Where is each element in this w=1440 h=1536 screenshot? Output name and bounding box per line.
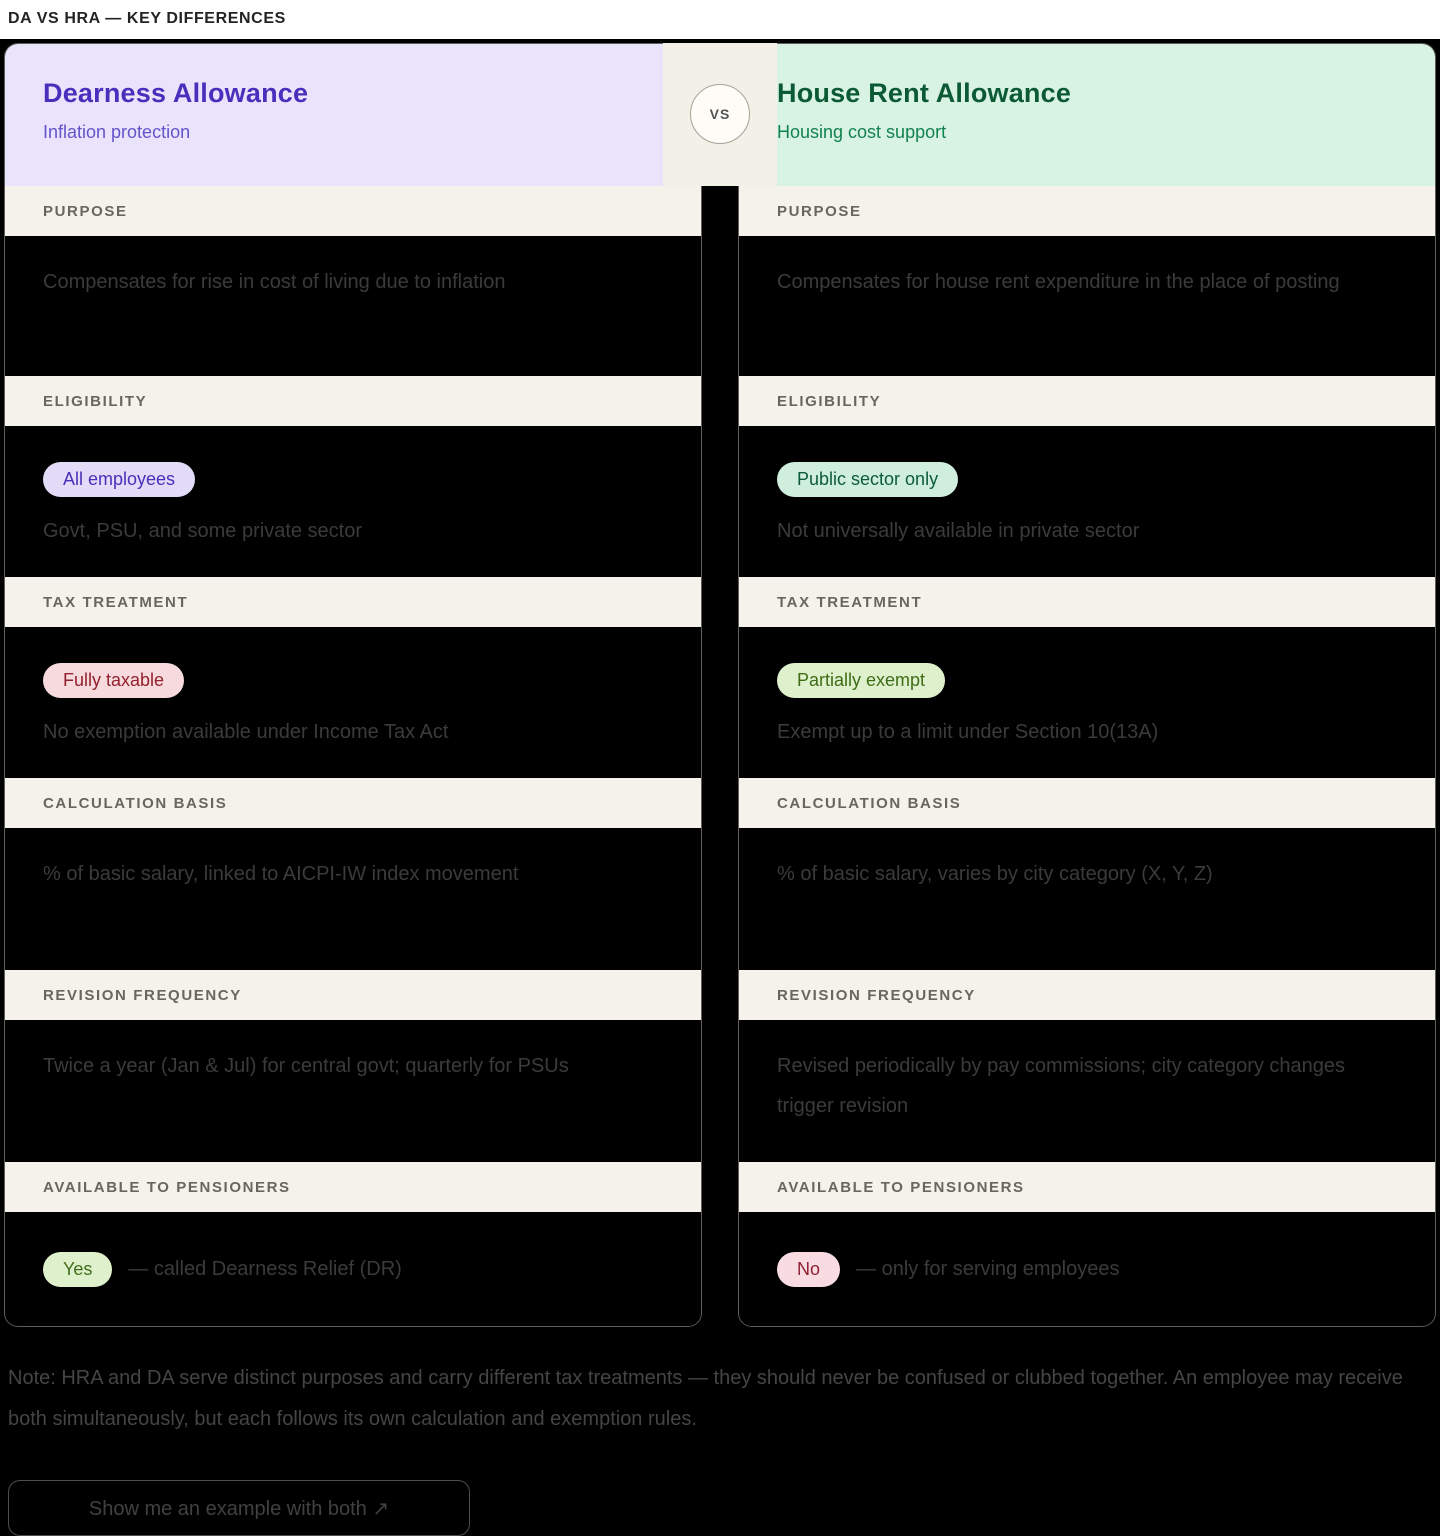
card-dearness-allowance: Dearness Allowance Inflation protection … (4, 43, 702, 1327)
card-title-hra: House Rent Allowance (777, 78, 1072, 108)
card-subtitle-da: Inflation protection (43, 122, 191, 142)
section-text: Govt, PSU, and some private sector (43, 520, 363, 542)
page-title: DA VS HRA — KEY DIFFERENCES (8, 10, 286, 27)
vs-badge: VS (690, 84, 750, 144)
example-cta-button[interactable]: Show me an example with both ↗ (8, 1480, 470, 1536)
status-badge: Yes (43, 1251, 113, 1287)
section-text: % of basic salary, linked to AICPI-IW in… (43, 863, 519, 885)
status-badge: Partially exempt (777, 663, 946, 698)
status-badge: Public sector only (777, 462, 959, 497)
section-content-purpose: Compensates for rise in cost of living d… (5, 236, 701, 376)
section-text: Not universally available in private sec… (777, 520, 1140, 542)
section-label-calculation-basis: CALCULATION BASIS (739, 778, 1435, 828)
section-content-revision-frequency: Revised periodically by pay commissions;… (739, 1020, 1435, 1162)
section-label-revision-frequency: REVISION FREQUENCY (739, 970, 1435, 1020)
section-content-purpose: Compensates for house rent expenditure i… (739, 236, 1435, 376)
status-badge: Fully taxable (43, 663, 185, 698)
section-content-calculation-basis: % of basic salary, linked to AICPI-IW in… (5, 828, 701, 970)
section-text: Exempt up to a limit under Section 10(13… (777, 721, 1159, 743)
note-text: Note: HRA and DA serve distinct purposes… (8, 1367, 1403, 1430)
section-content-revision-frequency: Twice a year (Jan & Jul) for central gov… (5, 1020, 701, 1162)
section-label-revision-frequency: REVISION FREQUENCY (5, 970, 701, 1020)
section-content-eligibility: All employees Govt, PSU, and some privat… (5, 426, 701, 577)
vs-label: VS (709, 106, 731, 122)
status-badge: All employees (43, 462, 196, 497)
card-house-rent-allowance: House Rent Allowance Housing cost suppor… (738, 43, 1436, 1327)
section-text: % of basic salary, varies by city catego… (777, 863, 1213, 885)
section-text: — only for serving employees (856, 1257, 1120, 1280)
page-header: DA VS HRA — KEY DIFFERENCES (0, 0, 1440, 39)
section-label-eligibility: ELIGIBILITY (739, 376, 1435, 426)
card-header-hra: House Rent Allowance Housing cost suppor… (739, 44, 1435, 186)
section-content-tax-treatment: Partially exempt Exempt up to a limit un… (739, 627, 1435, 778)
section-label-tax-treatment: TAX TREATMENT (5, 577, 701, 627)
section-content-pensioners: No — only for serving employees (739, 1212, 1435, 1326)
section-content-calculation-basis: % of basic salary, varies by city catego… (739, 828, 1435, 970)
section-label-eligibility: ELIGIBILITY (5, 376, 701, 426)
section-content-eligibility: Public sector only Not universally avail… (739, 426, 1435, 577)
card-header-da: Dearness Allowance Inflation protection (5, 44, 701, 186)
section-text: Revised periodically by pay commissions;… (777, 1055, 1346, 1117)
status-badge: No (777, 1251, 841, 1287)
section-text: Compensates for rise in cost of living d… (43, 271, 506, 293)
comparison-table: Dearness Allowance Inflation protection … (4, 43, 1436, 1327)
section-content-pensioners: Yes — called Dearness Relief (DR) (5, 1212, 701, 1326)
section-text: No exemption available under Income Tax … (43, 721, 449, 743)
section-text: Compensates for house rent expenditure i… (777, 271, 1340, 293)
section-label-purpose: PURPOSE (739, 186, 1435, 236)
section-text: — called Dearness Relief (DR) (128, 1257, 402, 1280)
section-label-purpose: PURPOSE (5, 186, 701, 236)
card-subtitle-hra: Housing cost support (777, 122, 947, 142)
section-label-calculation-basis: CALCULATION BASIS (5, 778, 701, 828)
section-text: Twice a year (Jan & Jul) for central gov… (43, 1055, 569, 1077)
section-content-tax-treatment: Fully taxable No exemption available und… (5, 627, 701, 778)
section-label-pensioners: AVAILABLE TO PENSIONERS (739, 1162, 1435, 1212)
card-title-da: Dearness Allowance (43, 78, 309, 108)
section-label-tax-treatment: TAX TREATMENT (739, 577, 1435, 627)
section-label-pensioners: AVAILABLE TO PENSIONERS (5, 1162, 701, 1212)
